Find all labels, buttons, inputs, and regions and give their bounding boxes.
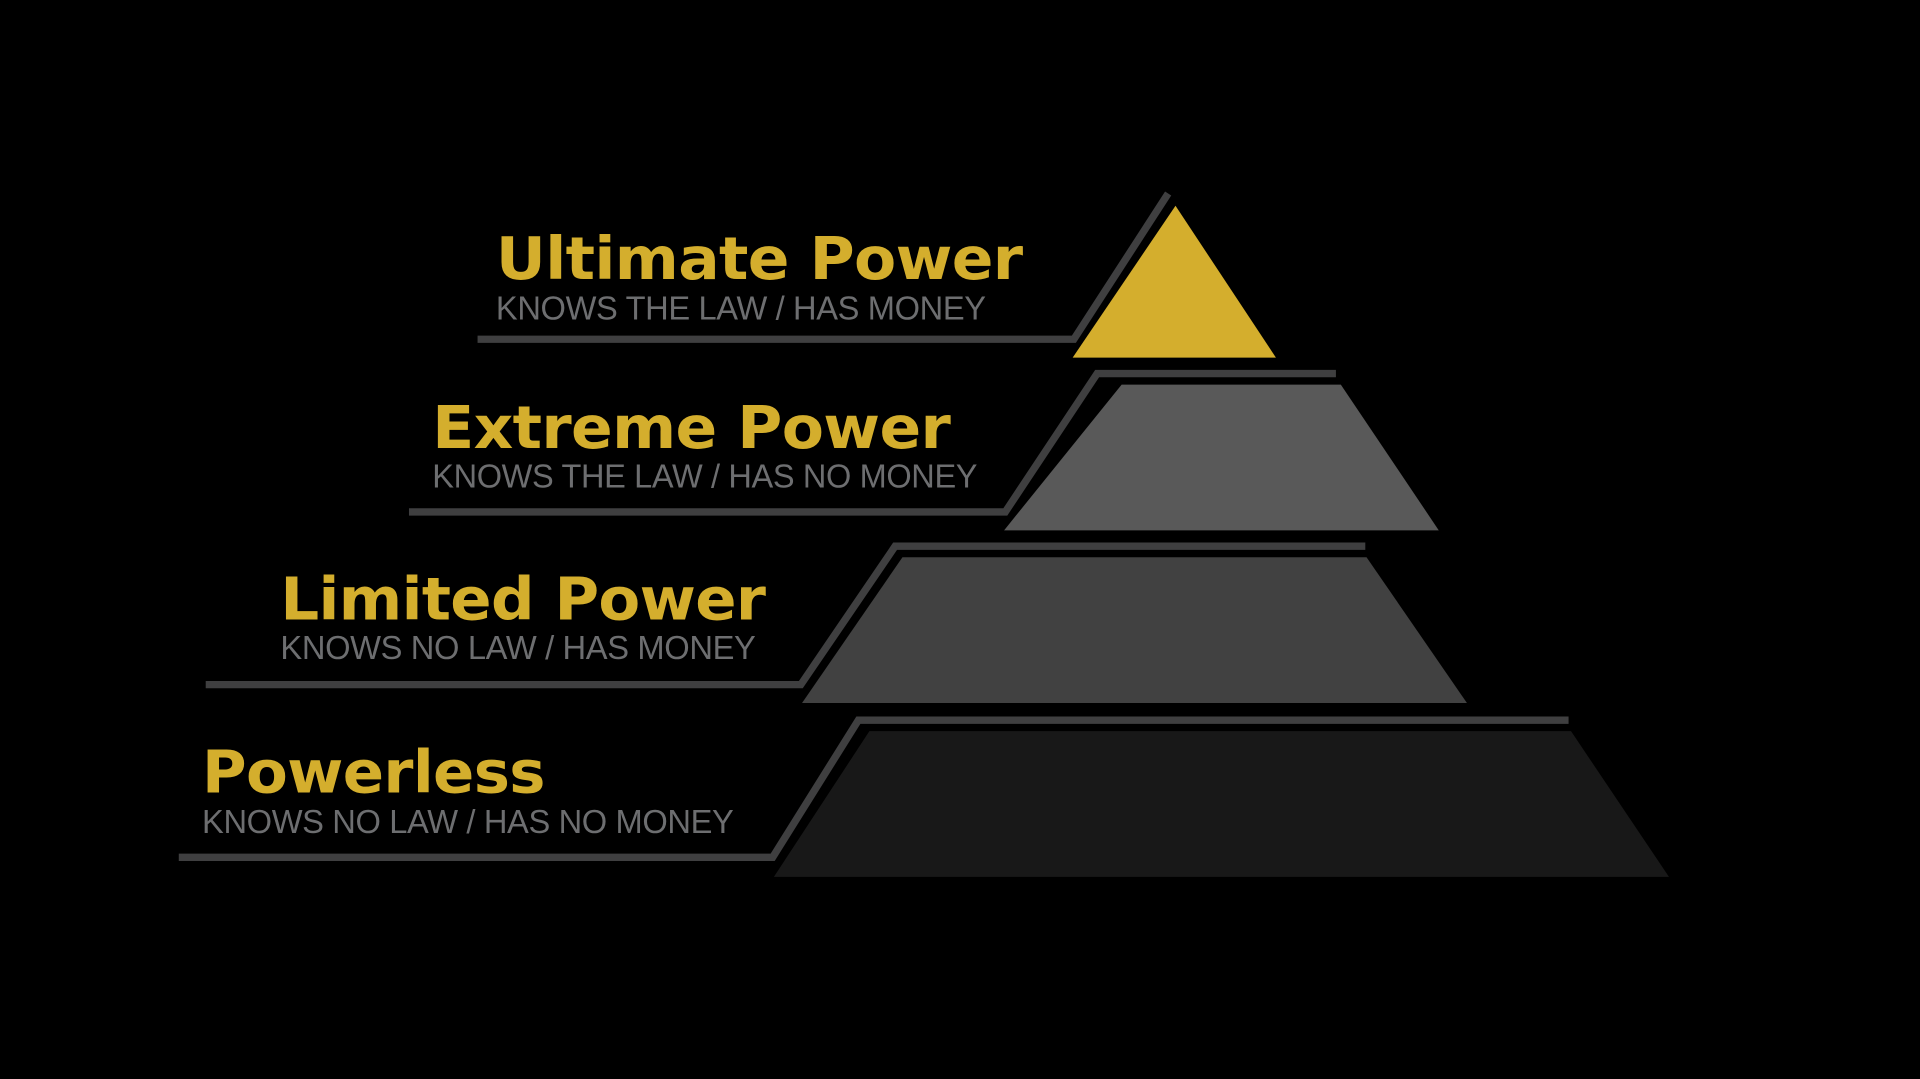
- tier-3-outline: [205, 542, 1366, 689]
- tier-limited-power: Limited Power KNOWS NO LAW / HAS MONEY: [205, 542, 1467, 704]
- tier-1-outline: [477, 191, 1172, 343]
- tier-3-title: Limited Power: [280, 565, 766, 634]
- tier-4-trapezoid: [773, 731, 1669, 877]
- tier-2-outline: [408, 369, 1336, 516]
- tier-1-subtitle: KNOWS THE LAW / HAS MONEY: [496, 291, 986, 328]
- tier-3-subtitle: KNOWS NO LAW / HAS MONEY: [280, 630, 755, 667]
- tier-4-subtitle: KNOWS NO LAW / HAS NO MONEY: [202, 804, 734, 841]
- tier-extreme-power: Extreme Power KNOWS THE LAW / HAS NO MON…: [408, 369, 1439, 531]
- tier-1-title: Ultimate Power: [496, 224, 1023, 293]
- tier-ultimate-power: Ultimate Power KNOWS THE LAW / HAS MONEY: [477, 191, 1276, 358]
- tier-2-subtitle: KNOWS THE LAW / HAS NO MONEY: [432, 458, 977, 495]
- tier-1-triangle: [1072, 205, 1276, 358]
- tier-2-title: Extreme Power: [432, 393, 951, 462]
- tier-powerless: Powerless KNOWS NO LAW / HAS NO MONEY: [178, 716, 1669, 877]
- tier-2-trapezoid: [1004, 384, 1439, 531]
- tier-3-trapezoid: [802, 557, 1467, 704]
- tier-4-outline: [178, 716, 1569, 861]
- tier-4-title: Powerless: [202, 737, 545, 806]
